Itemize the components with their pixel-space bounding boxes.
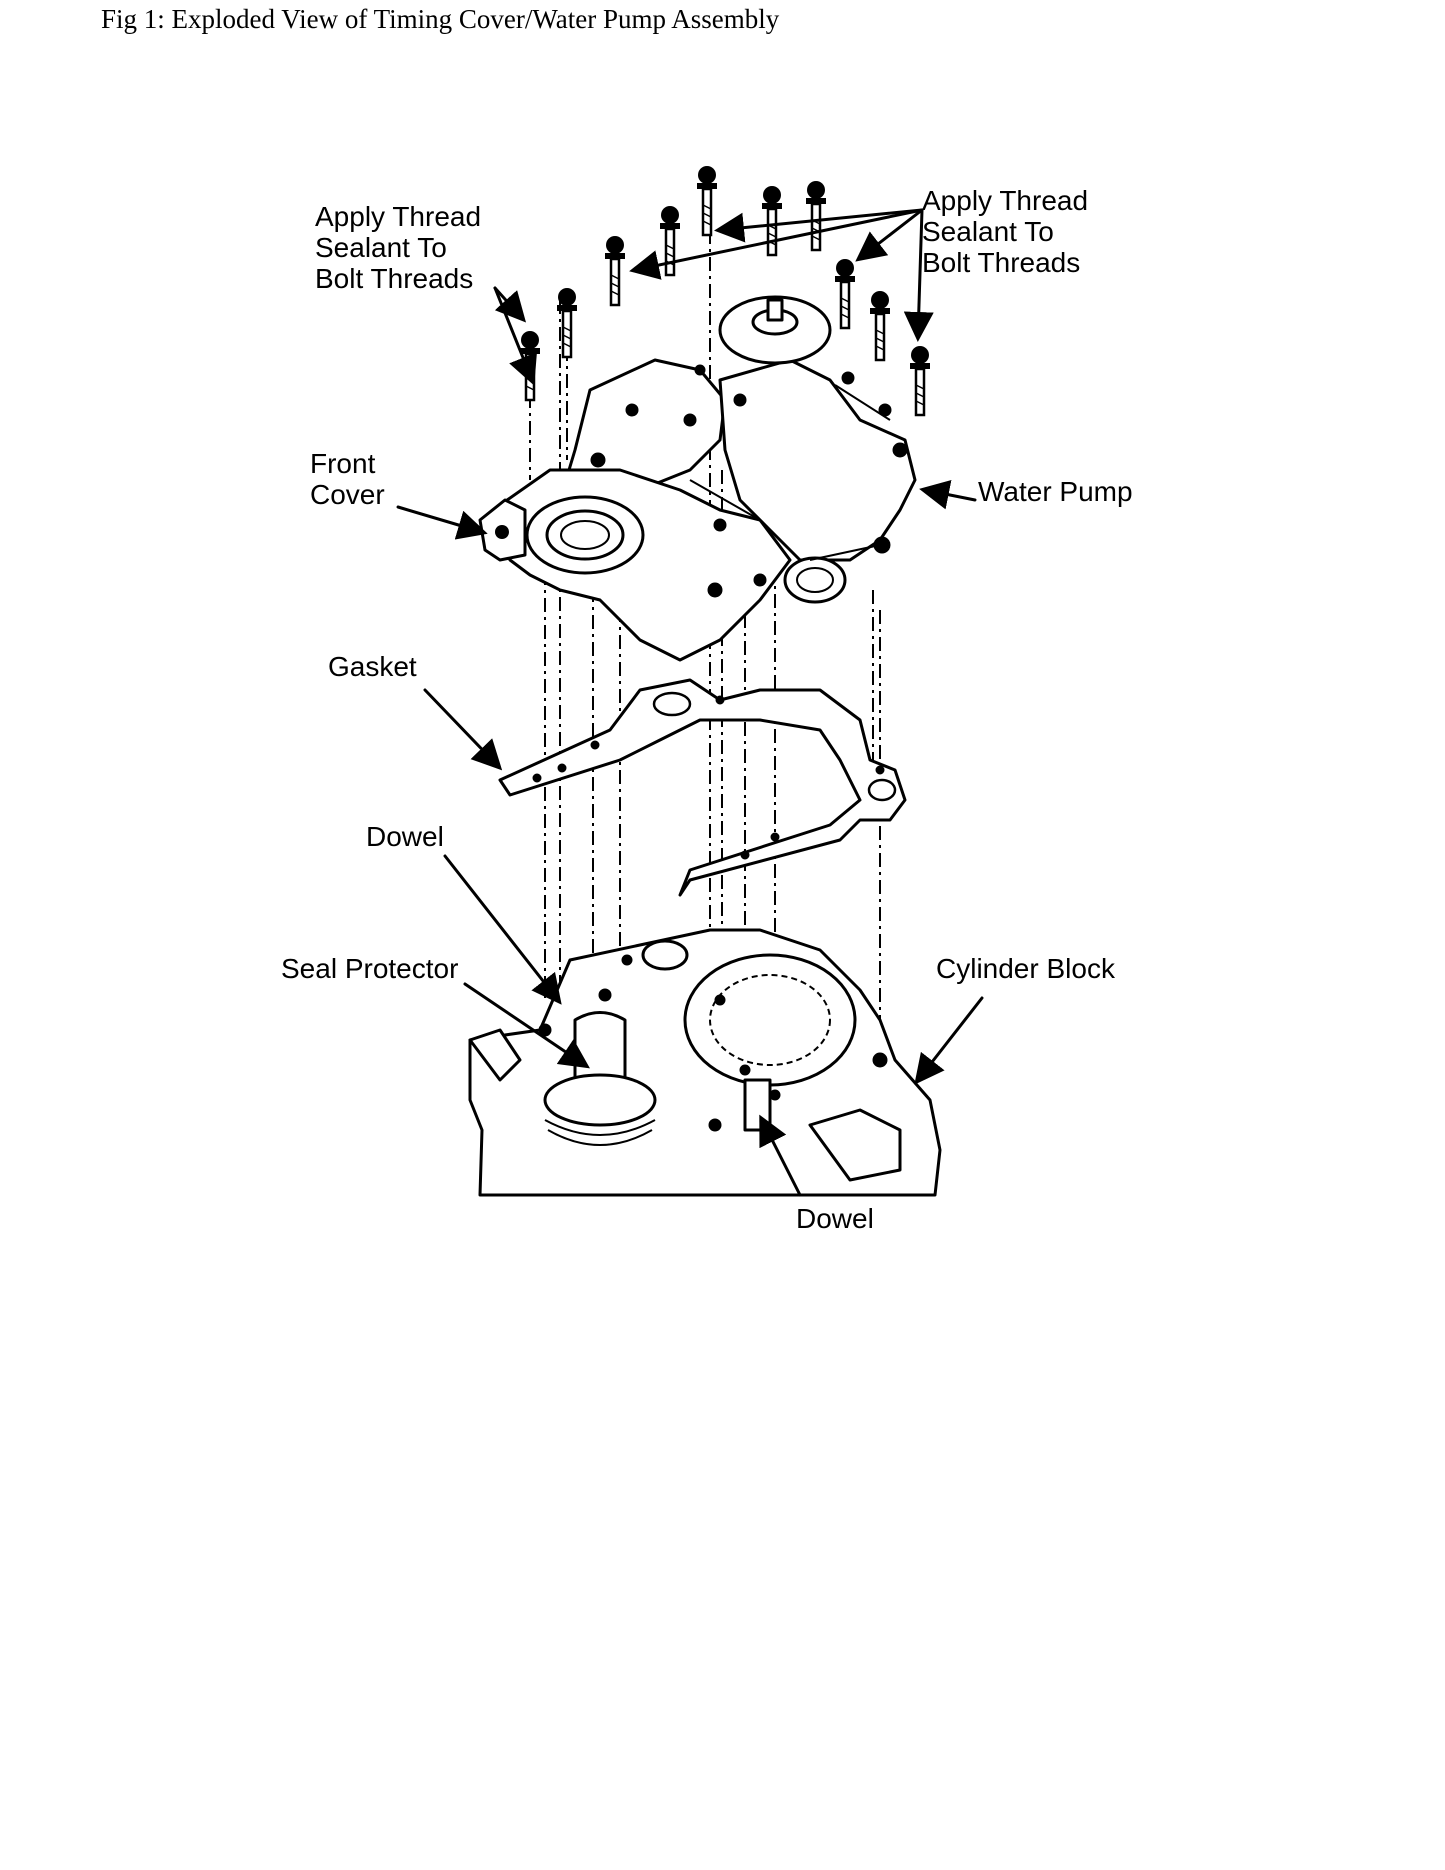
dowel-label-lower: Dowel [796,1203,874,1234]
sealant-label-right: Apply Thread Sealant To Bolt Threads [922,185,1096,278]
cylinder-block-label: Cylinder Block [936,953,1116,984]
gasket-label: Gasket [328,651,417,682]
gasket [498,678,907,897]
callout-labels: Apply Thread Sealant To Bolt Threads App… [281,185,1133,1234]
front-cover-and-water-pump [478,295,917,662]
water-pump-label: Water Pump [978,476,1133,507]
seal-protector-label: Seal Protector [281,953,458,984]
dowel-label-upper: Dowel [366,821,444,852]
cylinder-block [468,928,942,1197]
leader-arrows [396,208,984,1197]
figure-caption: Fig 1: Exploded View of Timing Cover/Wat… [101,4,780,34]
sealant-label-left: Apply Thread Sealant To Bolt Threads [315,201,489,294]
front-cover-label: Front Cover [310,448,385,510]
